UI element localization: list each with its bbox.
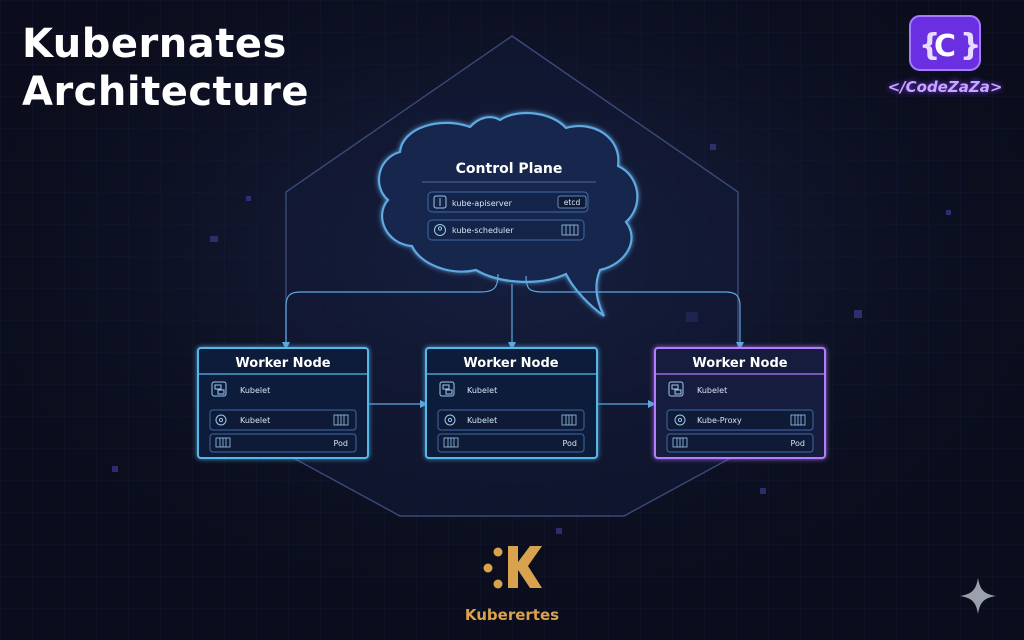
page-title: Kubernates Architecture (22, 20, 309, 116)
cp-apiserver-label: kube-apiserver (452, 199, 513, 208)
brace-left-icon: { (919, 28, 940, 63)
worker-node-1-row-kubelet-2[interactable]: Kubelet (209, 409, 357, 431)
control-plane-title: Control Plane (456, 161, 563, 177)
worker-node-2-row-kubelet-2[interactable]: Kubelet (437, 409, 585, 431)
arrowhead-node-1 (282, 342, 290, 350)
connectors (285, 273, 741, 405)
bar-icon (790, 414, 806, 426)
gear-icon (674, 414, 686, 426)
kubelet-icon (211, 381, 227, 397)
worker-node-1-row1-label: Kubelet (240, 386, 270, 395)
server-icon (433, 195, 447, 209)
brand-name: </CodeZaZa> (887, 78, 1003, 96)
worker-node-3-row-kube-proxy[interactable]: Kube-Proxy (666, 409, 814, 431)
worker-node-2-title: Worker Node (463, 356, 558, 371)
scheduler-icon (434, 224, 446, 236)
worker-node-3-row2-label: Kube-Proxy (697, 416, 742, 425)
footer-label: Kuberertes (464, 606, 560, 624)
cp-scheduler-label: kube-scheduler (452, 226, 514, 235)
etcd-badge (557, 195, 587, 209)
logo-letter: C (934, 29, 956, 64)
arrowhead-node-1-to-2 (420, 400, 428, 408)
worker-node-2-row-kubelet[interactable]: Kubelet (439, 381, 497, 397)
bar-icon (443, 437, 459, 448)
worker-node-2-row-pod[interactable]: Pod (437, 433, 585, 453)
sparkle-icon (960, 578, 996, 614)
bar-icon (561, 224, 579, 236)
arrowheads (282, 342, 744, 408)
k-logo-icon (483, 546, 542, 589)
etcd-badge-label: etcd (564, 198, 581, 207)
worker-node-3-title: Worker Node (692, 356, 787, 371)
bar-icon (215, 437, 231, 448)
worker-node-3-row-kubelet[interactable]: Kubelet (668, 381, 727, 397)
worker-node-1-row2-label: Kubelet (240, 416, 270, 425)
worker-node-2[interactable]: Worker Node Kubelet Kubelet (425, 347, 598, 459)
cp-row-apiserver[interactable]: kube-apiserver etcd (427, 191, 589, 213)
worker-node-3[interactable]: Worker Node Kubelet Kube-Proxy (654, 347, 826, 459)
worker-node-3-row3-label: Pod (790, 439, 805, 448)
worker-node-3-row-pod[interactable]: Pod (666, 433, 814, 453)
kubelet-icon (668, 381, 684, 397)
worker-node-2-row3-label: Pod (562, 439, 577, 448)
connector-cp-to-node-1 (285, 273, 499, 346)
control-plane-cloud (378, 112, 639, 317)
page-title-line-1: Kubernates (22, 21, 287, 67)
page-title-line-2: Architecture (22, 69, 309, 115)
arrowhead-node-2 (508, 342, 516, 350)
worker-node-3-row1-label: Kubelet (697, 386, 727, 395)
gear-icon (444, 414, 456, 426)
arrowhead-node-2-to-3 (648, 400, 656, 408)
bar-icon (333, 414, 349, 426)
worker-node-1-row-pod[interactable]: Pod (209, 433, 357, 453)
kubelet-icon (439, 381, 455, 397)
brace-right-icon: } (960, 28, 981, 63)
arrowhead-node-3 (736, 342, 744, 350)
worker-node-2-row2-label: Kubelet (467, 416, 497, 425)
worker-node-1-row3-label: Pod (333, 439, 348, 448)
worker-node-1[interactable]: Worker Node Kubelet Kubelet (197, 347, 369, 459)
worker-node-2-row1-label: Kubelet (467, 386, 497, 395)
cp-row-scheduler[interactable]: kube-scheduler (427, 219, 585, 241)
worker-node-1-row-kubelet[interactable]: Kubelet (211, 381, 270, 397)
codezaza-logo: { } C (909, 15, 981, 71)
bar-icon (672, 437, 688, 448)
connector-cp-to-node-3 (525, 275, 741, 346)
worker-node-1-title: Worker Node (235, 356, 330, 371)
bar-icon (561, 414, 577, 426)
gear-icon (215, 414, 227, 426)
